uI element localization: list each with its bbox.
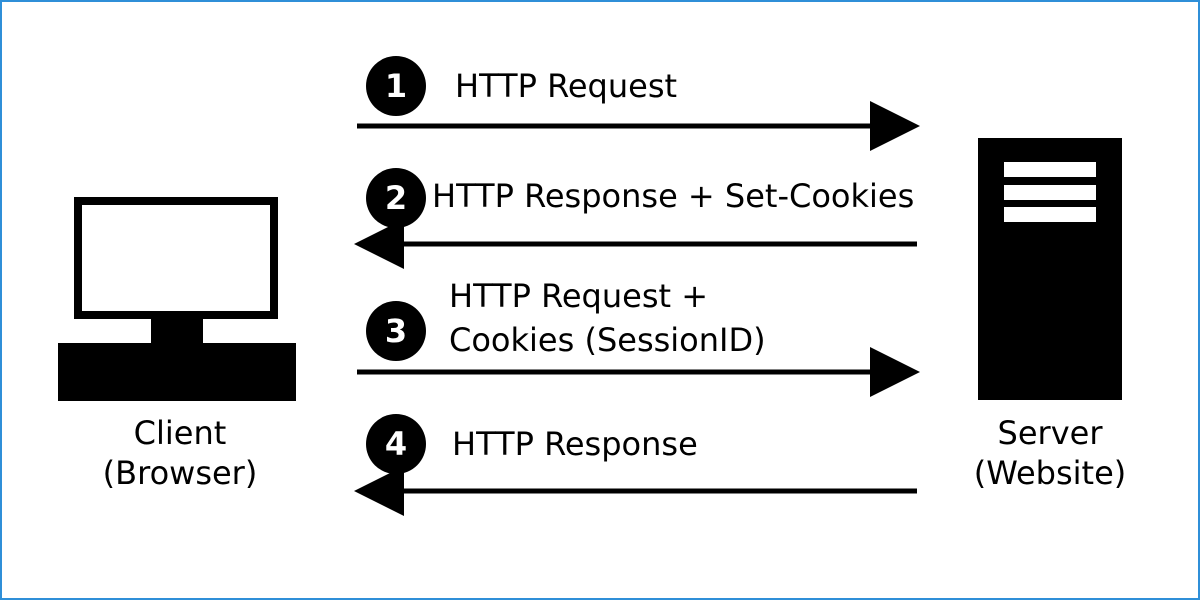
client-label: Client (Browser) (70, 413, 290, 493)
server-label-line-2: (Website) (973, 454, 1127, 492)
monitor-stand (151, 315, 203, 343)
step-2-label: HTTP Response + Set-Cookies (432, 177, 915, 215)
step-1-badge: 1 (366, 56, 426, 116)
client-label-line-2: (Browser) (102, 454, 258, 492)
step-4-badge: 4 (366, 414, 426, 474)
client-label-line-1: Client (133, 414, 227, 452)
server-label: Server (Website) (940, 413, 1160, 493)
server-tower-body (978, 138, 1122, 400)
server-tower-icon (978, 138, 1122, 400)
step-4-label: HTTP Response (452, 425, 698, 463)
server-slot-2 (1004, 185, 1096, 200)
desktop-base (58, 343, 296, 401)
desktop-computer-icon (58, 197, 296, 401)
step-3-label-line-1: HTTP Request + (449, 277, 709, 315)
server-label-line-1: Server (997, 414, 1103, 452)
step-3-label-line-2: Cookies (SessionID) (449, 321, 766, 359)
step-3-badge: 3 (366, 301, 426, 361)
server-slot-3 (1004, 207, 1096, 222)
server-slot-1 (1004, 162, 1096, 177)
step-1-label: HTTP Request (455, 67, 678, 105)
monitor-screen (74, 197, 278, 319)
step-2-badge: 2 (366, 168, 426, 228)
